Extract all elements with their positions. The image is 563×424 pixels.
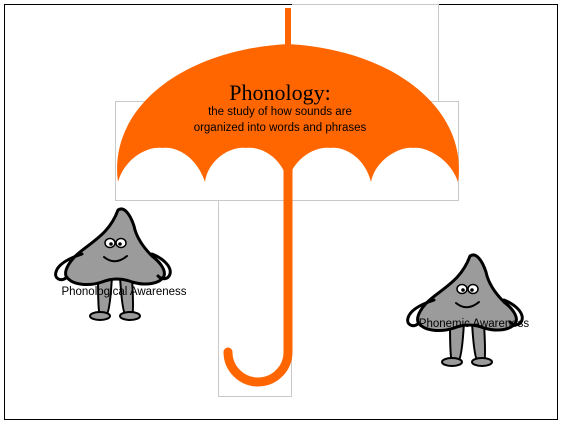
phonological-awareness-caption: Phonological Awareness <box>44 286 204 298</box>
subtitle-line-2: organized into words and phrases <box>160 122 400 134</box>
umbrella-tip <box>285 8 291 48</box>
umbrella-shaft <box>228 152 288 382</box>
character-right-foot <box>120 312 140 320</box>
cartoon-drop-character-icon <box>56 209 171 320</box>
character-left-foot <box>442 358 462 366</box>
character-left-pupil <box>109 242 113 246</box>
character-right-pupil <box>470 288 474 292</box>
cartoon-drop-character-icon <box>408 255 523 366</box>
phonemic-awareness-caption: Phonemic Awareness <box>394 318 554 330</box>
character-left-pupil <box>461 288 465 292</box>
character-body <box>66 209 165 285</box>
diagram-title: Phonology: <box>180 80 380 106</box>
subtitle-line-1: the study of how sounds are <box>160 106 400 118</box>
character-right-pupil <box>118 242 122 246</box>
character-right-foot <box>472 358 492 366</box>
character-left-foot <box>90 312 110 320</box>
